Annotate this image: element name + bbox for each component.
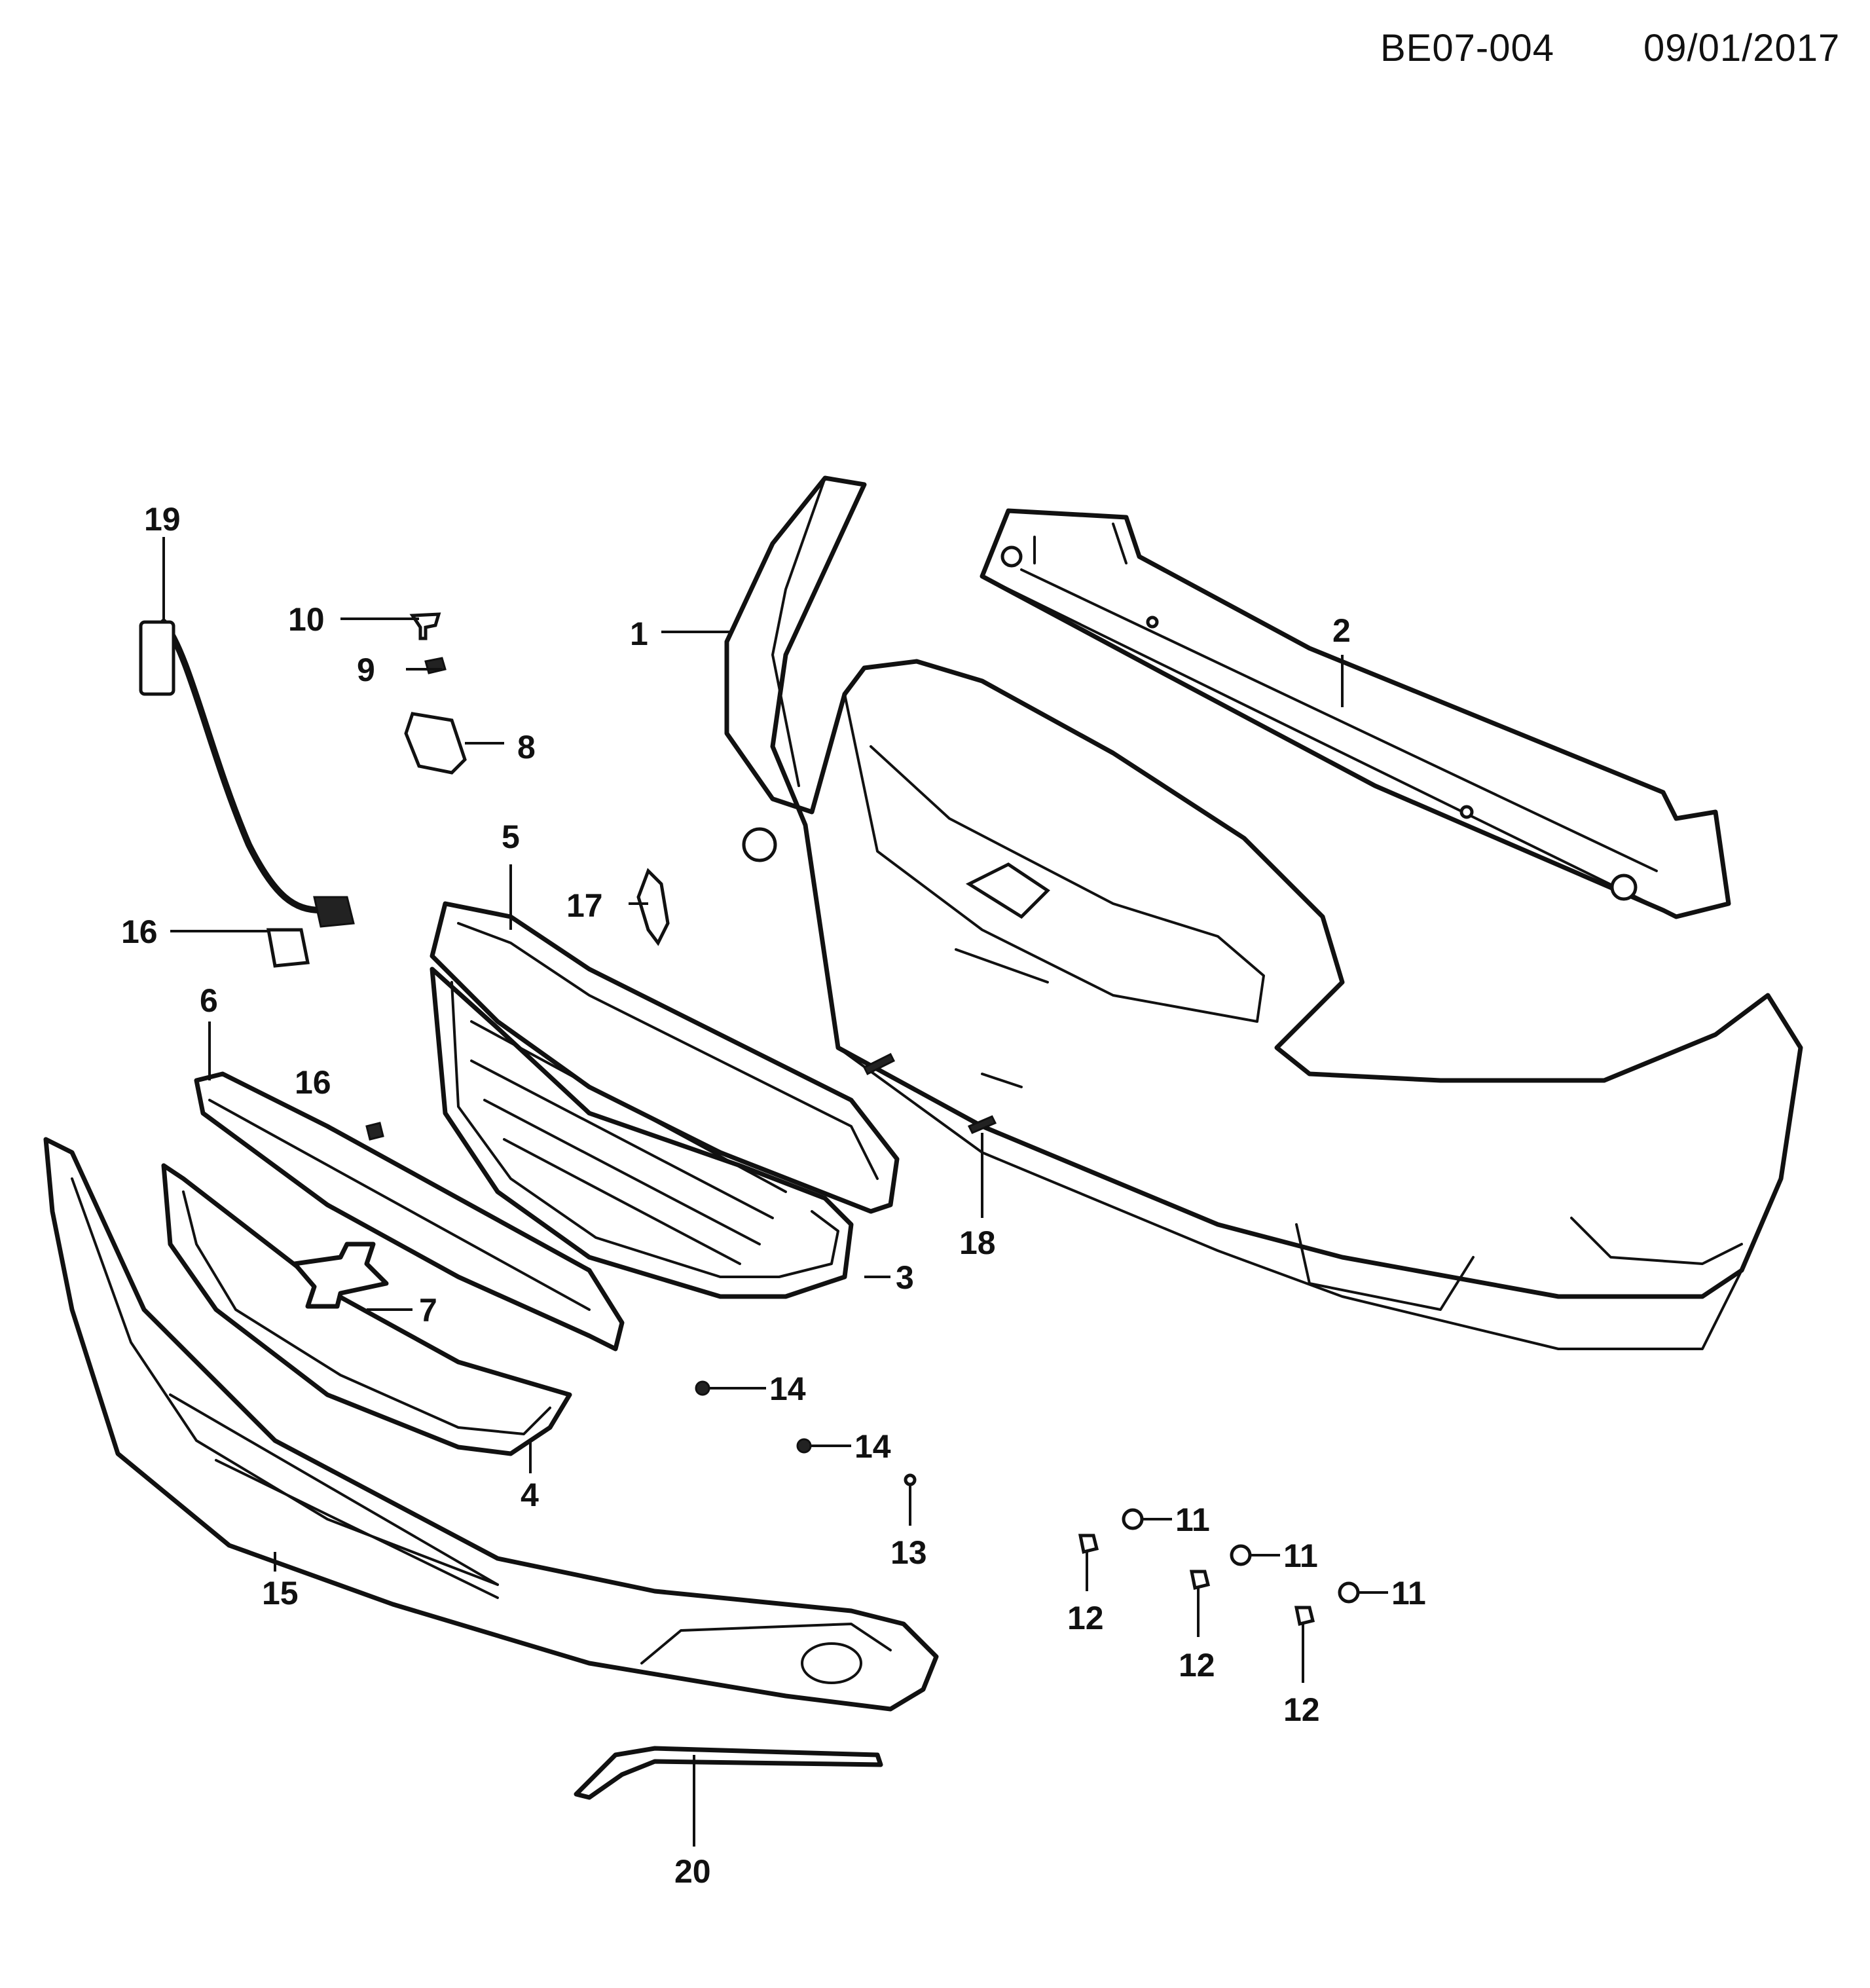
callout-15: 15 <box>262 1575 299 1611</box>
part-18-screw[interactable] <box>862 1052 997 1134</box>
callout-20: 20 <box>674 1853 711 1890</box>
callout-11c: 11 <box>1391 1575 1426 1611</box>
part-2-impact-bar[interactable] <box>980 508 1731 919</box>
part-15-lower-fascia[interactable] <box>43 1137 939 1712</box>
leader-lines <box>162 537 1388 1847</box>
callout-11a: 11 <box>1175 1501 1210 1538</box>
callout-8: 8 <box>517 729 536 765</box>
part-5-grille-frame[interactable] <box>430 901 900 1214</box>
part-20-molding-strip[interactable] <box>574 1746 883 1800</box>
part-6-upper-molding[interactable] <box>194 1071 625 1352</box>
callout-14b: 14 <box>854 1428 891 1465</box>
part-11-push-pin[interactable] <box>1122 1508 1360 1604</box>
diagram-code: BE07-004 <box>1380 27 1554 69</box>
part-12-nut[interactable] <box>1078 1534 1315 1627</box>
part-16-clip[interactable] <box>365 1122 384 1141</box>
callout-12c: 12 <box>1283 1691 1320 1728</box>
callout-13: 13 <box>890 1534 927 1571</box>
callout-1: 1 <box>630 616 648 652</box>
part-19-wiring-harness[interactable] <box>139 619 355 928</box>
callout-9: 9 <box>357 652 375 688</box>
diagram-date: 09/01/2017 <box>1643 27 1841 69</box>
callout-16b: 16 <box>295 1064 331 1101</box>
callout-12b: 12 <box>1179 1647 1215 1684</box>
callout-12a: 12 <box>1067 1600 1104 1636</box>
part-17-tow-hook-cover[interactable] <box>636 868 670 946</box>
callout-19: 19 <box>144 501 181 538</box>
callout-5: 5 <box>502 819 520 855</box>
callout-10: 10 <box>288 601 325 638</box>
callout-14a: 14 <box>769 1371 806 1407</box>
callout-16a: 16 <box>121 913 158 950</box>
part-8-bracket[interactable] <box>404 712 467 775</box>
part-9-clip[interactable] <box>424 657 447 674</box>
callout-3: 3 <box>896 1259 914 1296</box>
callouts: 1 2 3 4 5 6 7 8 9 10 11 11 11 12 12 12 1… <box>121 501 1426 1890</box>
callout-7: 7 <box>419 1292 437 1329</box>
part-10-fastener[interactable] <box>409 612 441 640</box>
callout-6: 6 <box>200 982 218 1019</box>
part-14-fastener[interactable] <box>695 1380 812 1454</box>
callout-2: 2 <box>1332 612 1351 649</box>
part-13-pin[interactable] <box>904 1473 917 1501</box>
part-1-front-fascia[interactable] <box>724 475 1803 1350</box>
callout-4: 4 <box>521 1477 539 1513</box>
part-16-connector[interactable] <box>266 928 310 968</box>
callout-11b: 11 <box>1283 1537 1318 1574</box>
callout-17: 17 <box>566 887 603 924</box>
callout-18: 18 <box>959 1224 996 1261</box>
part-7-emblem[interactable] <box>292 1242 389 1309</box>
